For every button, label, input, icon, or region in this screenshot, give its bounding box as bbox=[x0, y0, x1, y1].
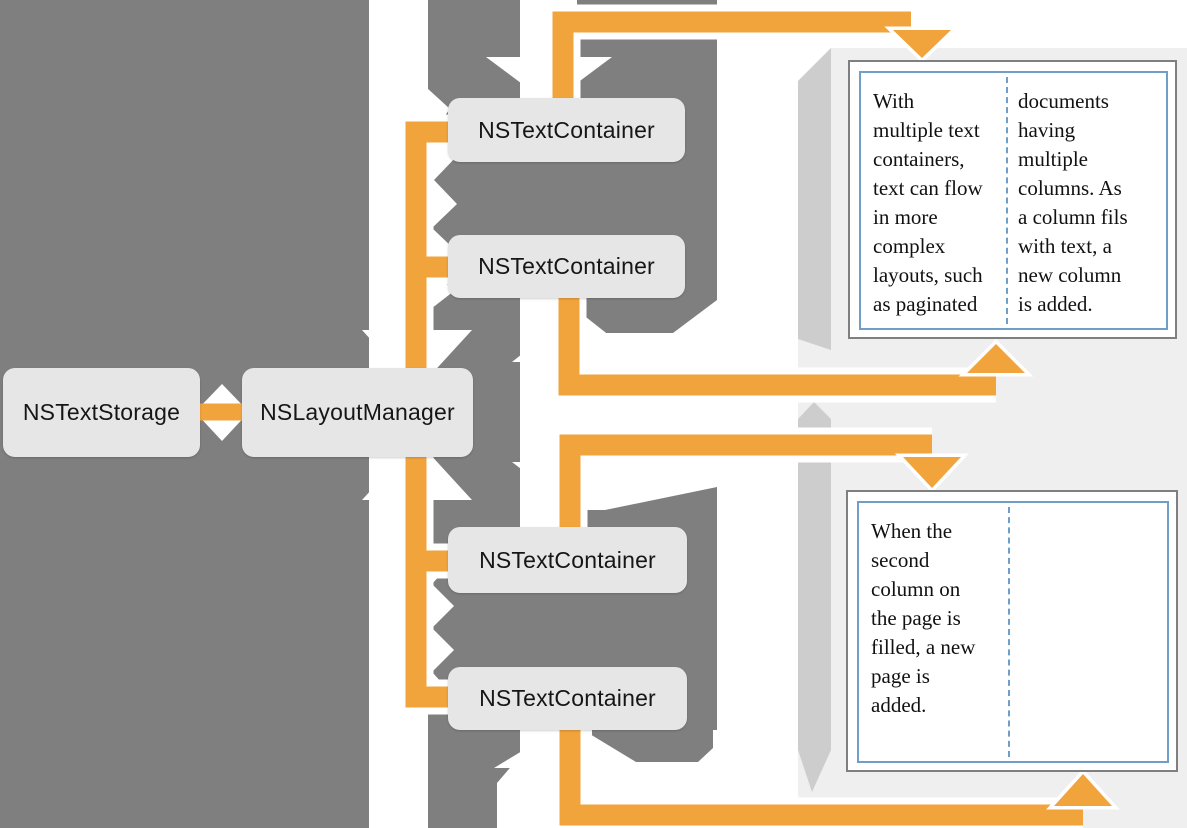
arrowhead-up-page1-bottom bbox=[958, 339, 1034, 377]
container3-to-page2-line bbox=[559, 434, 932, 527]
page2-column-divider bbox=[1008, 507, 1010, 757]
nstextcontainer-box-2: NSTextContainer bbox=[448, 235, 685, 298]
nstextcontainer-box-3: NSTextContainer bbox=[448, 527, 687, 593]
nstextcontainer-label: NSTextContainer bbox=[479, 546, 656, 573]
container2-to-page1-line bbox=[558, 294, 996, 396]
gray-mass-bottom-left-leg bbox=[427, 730, 527, 828]
page1-right-column-text: documents having multiple columns. As a … bbox=[1018, 89, 1128, 316]
nstextstorage-box: NSTextStorage bbox=[3, 368, 200, 457]
pages-panel-bevel-top bbox=[798, 48, 831, 350]
nstextcontainer-label: NSTextContainer bbox=[479, 685, 656, 711]
pages-panel-bevel-bottom bbox=[798, 402, 831, 792]
nslayoutmanager-box: NSLayoutManager bbox=[242, 368, 473, 457]
page1-text-frame: With multiple text containers, text can … bbox=[859, 71, 1168, 330]
nslayoutmanager-label: NSLayoutManager bbox=[260, 399, 455, 425]
arrowhead-down-page1-top bbox=[884, 26, 960, 63]
container4-to-page2-line bbox=[559, 726, 1083, 826]
page2-left-column-text: When the second column on the page is fi… bbox=[871, 519, 976, 717]
page-arrowheads bbox=[884, 26, 1120, 810]
container1-to-page1-line bbox=[552, 11, 911, 100]
nstextcontainer-box-1: NSTextContainer bbox=[448, 98, 685, 162]
nstextcontainer-box-4: NSTextContainer bbox=[448, 667, 687, 730]
page-illustration-1: With multiple text containers, text can … bbox=[848, 60, 1177, 339]
page1-left-column-text: With multiple text containers, text can … bbox=[873, 89, 983, 316]
nstextcontainer-label: NSTextContainer bbox=[478, 116, 655, 143]
page2-text-frame: When the second column on the page is fi… bbox=[857, 501, 1169, 763]
page-illustration-2: When the second column on the page is fi… bbox=[846, 490, 1178, 772]
page1-column-divider bbox=[1006, 77, 1008, 324]
arrowhead-up-page2-bottom bbox=[1046, 768, 1120, 810]
nstextstorage-label: NSTextStorage bbox=[22, 399, 181, 425]
nstextcontainer-label: NSTextContainer bbox=[478, 253, 655, 279]
arrowhead-down-page2-top bbox=[894, 453, 970, 494]
